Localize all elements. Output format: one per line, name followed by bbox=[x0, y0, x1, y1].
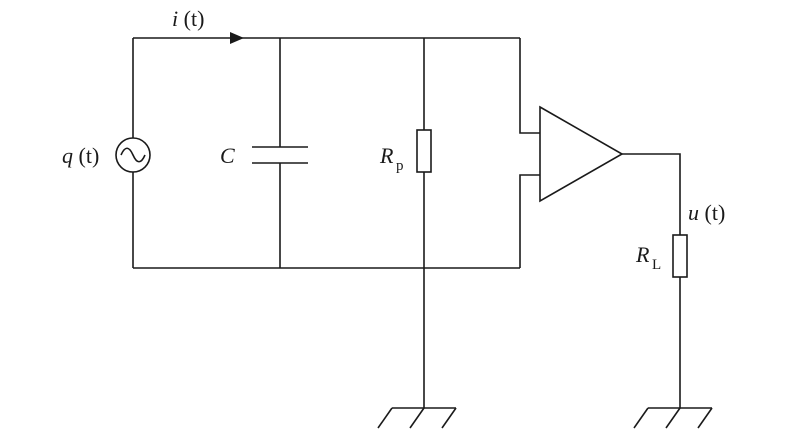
source-label: q (t) bbox=[62, 143, 99, 168]
current-arrow bbox=[230, 32, 244, 44]
output-wire bbox=[622, 153, 681, 235]
ac-source bbox=[115, 137, 151, 173]
capacitor-label: C bbox=[220, 143, 235, 168]
resistor-rp-label: R bbox=[379, 143, 394, 168]
resistor-rl-label: R bbox=[635, 242, 650, 267]
amplifier bbox=[539, 105, 624, 203]
ground-icon bbox=[633, 407, 713, 429]
current-label: i (t) bbox=[172, 6, 204, 31]
resistor-rl-subscript: L bbox=[652, 257, 661, 273]
resistor-rp-subscript: p bbox=[396, 158, 404, 174]
capacitor bbox=[252, 146, 308, 164]
ground-icon bbox=[377, 407, 457, 429]
amp-input-bottom-wire bbox=[519, 174, 540, 268]
resistor-rp bbox=[416, 129, 432, 173]
resistor-rl bbox=[672, 234, 688, 278]
amp-input-top-wire bbox=[519, 38, 540, 134]
output-label: u (t) bbox=[688, 200, 725, 225]
